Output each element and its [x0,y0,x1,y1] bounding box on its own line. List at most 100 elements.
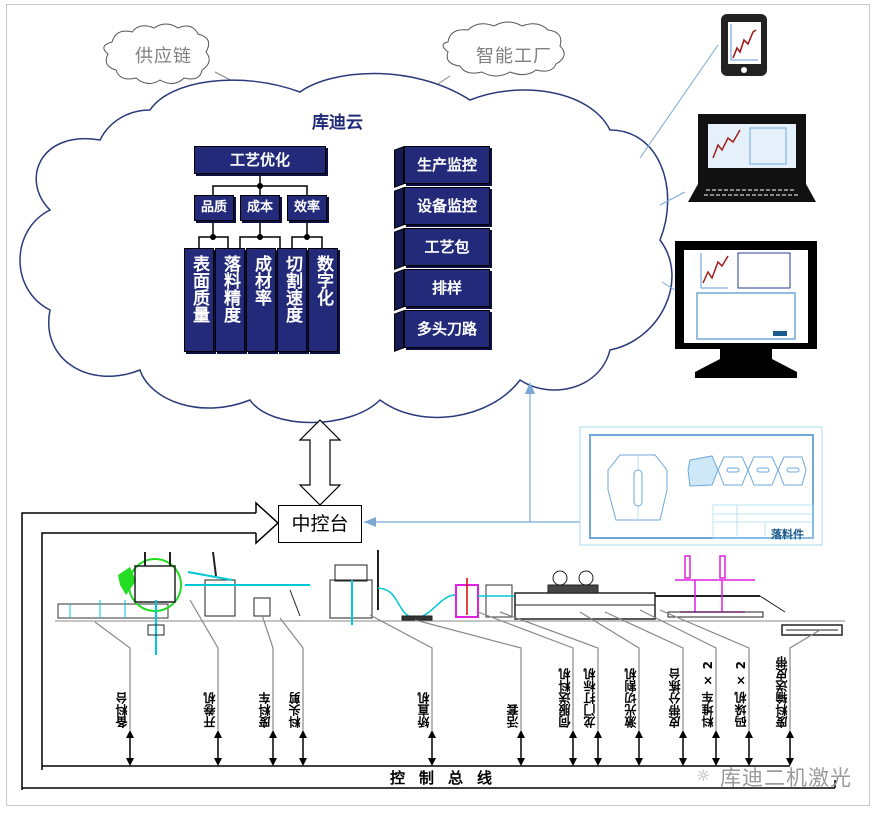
service-production-monitoring: 生产监控 [404,146,490,184]
stack-side [394,310,404,352]
equipment-label: 矫直机 [417,692,431,728]
drawing-arrowhead [364,517,376,527]
drawing-links [364,385,580,523]
arrowhead-down [569,758,577,766]
cloud-arrowhead [525,382,535,394]
kudi-cloud-shape [19,72,673,424]
arrowhead-up [299,730,307,738]
arrowhead-up [428,730,436,738]
category-quality: 品质 [194,195,234,221]
metric-label: 成材率 [251,255,271,306]
equipment-label: 码垛机 × 2 [734,661,748,728]
laser-cutter-drawing [514,570,656,620]
metric-label: 数字化 [313,255,333,306]
arrowhead-up [126,730,134,738]
arrowhead-down [299,758,307,766]
service-equipment-monitoring: 设备监控 [404,187,490,225]
leader-line [789,629,821,730]
blanking-drawing-panel [579,426,823,546]
leader-line [639,609,717,730]
smart-factory-bubble [442,21,565,77]
category-cost: 成本 [240,195,280,221]
metric-yield-rate: 成材率 [246,248,276,352]
process-optimization-box: 工艺优化 [194,146,326,174]
arrowhead-up [712,730,720,738]
stack-side [394,146,404,188]
equipment-label: 废料输送皮带 [775,656,789,728]
central-control-console[interactable]: 中控台 [278,505,362,543]
equipment-label: 皮带分拣台 [668,668,682,728]
equipment-label: 备料台 [115,692,129,728]
arrowhead-down [214,758,222,766]
metric-label: 切割速度 [282,255,302,323]
mobile-phone-icon [721,14,767,76]
scrap-conveyor-drawing [781,624,843,636]
metric-digitalization: 数字化 [308,248,338,352]
arrowhead-down [635,758,643,766]
uncoiler-drawing [118,552,182,655]
desktop-monitor-icon [675,241,817,378]
blanking-part-label: 落料件 [771,528,804,541]
equipment-label: 开卷机 [203,692,217,728]
watermark-text: 库迪二机激光 [720,766,852,790]
control-bus-label: 控制总线 [390,769,507,787]
arrowhead-down [428,758,436,766]
metric-label: 表面质量 [189,255,209,323]
metric-cutting-speed: 切割速度 [277,248,307,352]
category-efficiency: 效率 [287,195,327,221]
service-nesting: 排样 [404,269,490,307]
prep-table-drawing [57,600,169,619]
stack-side [394,228,404,270]
metric-blanking-accuracy: 落料精度 [215,248,245,352]
equipment-label: 废料车 [258,692,272,728]
straightener-drawing [329,550,456,625]
leader-line [261,614,274,730]
smart-factory-label: 智能工厂 [476,46,552,67]
cloud-control-double-arrow [298,419,342,506]
arrowhead-down [517,758,525,766]
stack-side [394,187,404,229]
arrowhead-up [679,730,687,738]
arrowhead-up [214,730,222,738]
tree-junction-dots [210,183,310,240]
arrowhead-up [269,730,277,738]
servo-feeder-drawing [455,578,515,618]
sorting-stacker-drawing [655,555,786,618]
arrowhead-down [786,758,794,766]
arrowhead-down [269,758,277,766]
arrowhead-down [126,758,134,766]
equipment-label: 料头剪 [288,692,302,728]
arrowhead-up [745,730,753,738]
laptop-icon [688,114,816,202]
arrowhead-up [569,730,577,738]
control-bus [22,765,836,789]
diagram-frame [6,4,870,806]
arrowhead-down [679,758,687,766]
control-feedback-arrow [21,501,280,790]
arrowhead-up [594,730,602,738]
service-process-package: 工艺包 [404,228,490,266]
equipment-label: 龙门打标机 [583,668,597,728]
arrowhead-up [786,730,794,738]
leader-line [279,617,304,730]
arrowhead-down [594,758,602,766]
leader-line [499,611,599,730]
leader-line [604,611,684,730]
leader-line [579,611,640,730]
arrowhead-up [635,730,643,738]
stack-side [394,269,404,311]
equipment-label: 料堆车 × 2 [701,661,715,728]
arrowhead-down [745,758,753,766]
leader-line [477,611,574,730]
supply-chain-bubble [103,23,210,84]
device-links [639,44,719,291]
wechat-icon: ☼ [696,766,711,785]
metric-surface-quality: 表面质量 [184,248,214,352]
leader-line [659,609,750,730]
cloud-title: 库迪云 [312,113,363,133]
scrap-cart-and-shear-drawing [185,551,310,617]
equipment-leader-lines [94,599,821,766]
service-multi-head-toolpath: 多头刀路 [404,310,490,348]
equipment-label: 激光切割机 [624,668,638,728]
